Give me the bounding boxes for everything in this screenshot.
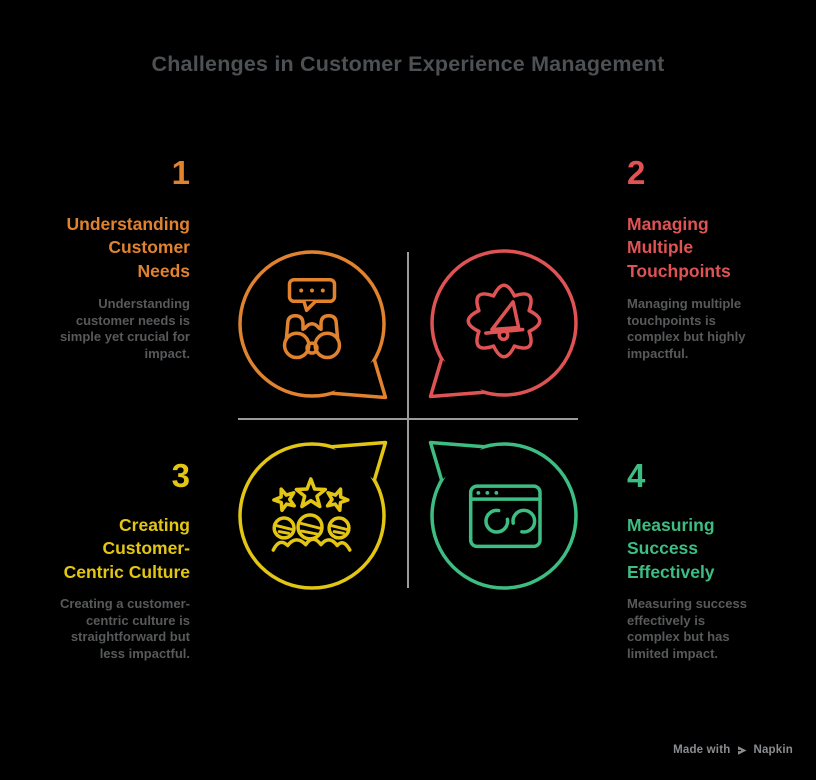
step-2-number: 2 (627, 154, 646, 191)
step-3-number: 3 (171, 457, 190, 494)
napkin-logo-icon (736, 745, 747, 755)
gear-megaphone-icon (466, 283, 542, 359)
speech-bubble-circle (238, 442, 386, 590)
speech-bubble-circle (430, 249, 578, 397)
binoculars-message-icon (282, 277, 342, 360)
step-2-speech-bubble (409, 228, 599, 418)
watermark-brand: Napkin (753, 744, 793, 756)
speech-bubble-tail (330, 358, 388, 400)
divider-vertical (407, 252, 409, 588)
analytics-window-icon (468, 484, 542, 549)
step-4-description: Measuring success effectively is complex… (627, 596, 747, 661)
step-1-number: 1 (171, 154, 190, 191)
speech-bubble-tail (428, 440, 486, 482)
step-2-title: Managing Multiple Touchpoints (627, 214, 731, 281)
step-3-speech-bubble (217, 421, 407, 611)
watermark-label: Made with (673, 744, 731, 756)
step-3-description: Creating a customer- centric culture is … (59, 596, 190, 661)
step-4-title: Measuring Success Effectively (627, 515, 715, 582)
step-2-description: Managing multiple touchpoints is complex… (627, 296, 746, 361)
divider-horizontal (238, 418, 578, 420)
step-1-description: Understanding customer needs is simple y… (59, 296, 190, 361)
speech-bubble-tail (428, 357, 486, 399)
step-3-title: Creating Customer- Centric Culture (63, 515, 190, 582)
page-title: Challenges in Customer Experience Manage… (151, 52, 665, 76)
step-1-title: Understanding Customer Needs (66, 214, 190, 281)
team-rating-stars-icon (271, 477, 352, 552)
speech-bubble-circle (430, 442, 578, 590)
step-4-number: 4 (627, 457, 646, 494)
step-4-speech-bubble (409, 421, 599, 611)
step-1-speech-bubble (217, 229, 407, 419)
watermark: Made with Napkin (673, 742, 793, 758)
speech-bubble-tail (330, 440, 388, 482)
speech-bubble-circle (238, 250, 386, 398)
